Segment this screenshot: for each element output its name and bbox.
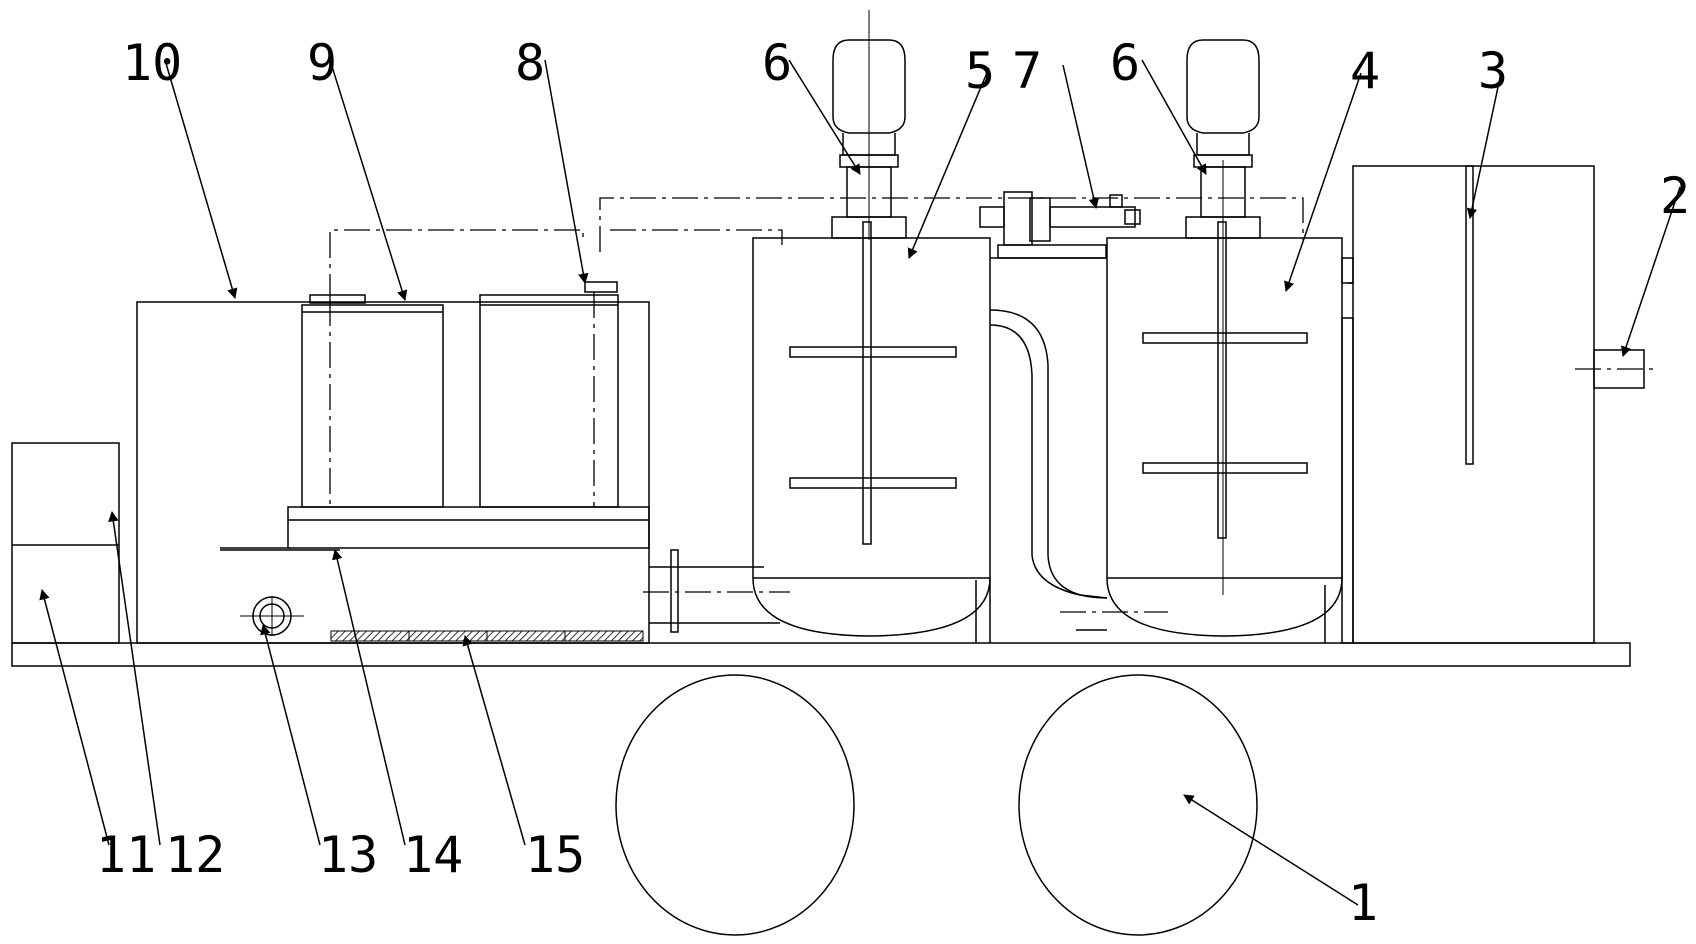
label-12: 12	[165, 826, 225, 884]
leader-13	[260, 623, 321, 846]
valve-13	[240, 596, 304, 636]
label-5: 5	[965, 42, 995, 100]
leader-14	[332, 548, 406, 846]
leader-10	[164, 59, 238, 300]
mixing-tank-5	[752, 221, 991, 643]
mixing-tank-4	[1106, 221, 1343, 643]
label-9: 9	[307, 34, 337, 92]
leader-2	[1621, 186, 1681, 357]
leader-6-left	[788, 59, 861, 175]
tank-9	[301, 294, 444, 508]
label-7: 7	[1012, 42, 1042, 100]
label-8: 8	[515, 34, 545, 92]
leader-8	[544, 59, 589, 285]
leader-9	[329, 59, 408, 302]
connecting-pipe	[989, 257, 1168, 631]
label-4: 4	[1350, 42, 1380, 100]
leader-12	[108, 510, 161, 846]
label-11: 11	[96, 826, 156, 884]
wheel-rear	[1018, 674, 1258, 936]
label-6-left: 6	[762, 34, 792, 92]
label-6-right: 6	[1110, 34, 1140, 92]
wheel-front	[615, 674, 855, 936]
outlet-2	[1575, 349, 1655, 389]
leader-7	[1062, 64, 1099, 210]
leader-15	[462, 634, 526, 846]
agitator-motor-left	[831, 10, 907, 240]
pump-7	[979, 191, 1141, 259]
transfer-pipe	[643, 549, 790, 633]
tank-8	[479, 281, 619, 508]
leader-arrows	[39, 59, 1681, 906]
leader-6-right	[1141, 59, 1207, 175]
label-2: 2	[1660, 167, 1690, 225]
support-platform	[220, 506, 650, 551]
label-3: 3	[1478, 42, 1508, 100]
main-housing	[136, 301, 650, 644]
label-10: 10	[122, 34, 182, 92]
leader-1	[1183, 794, 1359, 906]
heater-strip	[330, 630, 644, 642]
leader-5	[907, 67, 990, 259]
label-1: 1	[1348, 874, 1378, 932]
part-labels: 1 2 3 4 5 6 6 7 8 9 10 11 12 13 14 15	[96, 34, 1690, 932]
chassis-base	[11, 642, 1631, 667]
wheels	[615, 674, 1258, 936]
leader-3	[1466, 72, 1502, 220]
agitator-motor-right	[1185, 39, 1261, 595]
label-13: 13	[318, 826, 378, 884]
label-14: 14	[403, 826, 463, 884]
label-15: 15	[525, 826, 585, 884]
settling-tank-3	[1341, 165, 1595, 644]
leader-4	[1284, 72, 1362, 292]
process-lines	[329, 197, 1304, 507]
control-cabinet	[11, 442, 120, 644]
leader-11	[39, 588, 110, 846]
